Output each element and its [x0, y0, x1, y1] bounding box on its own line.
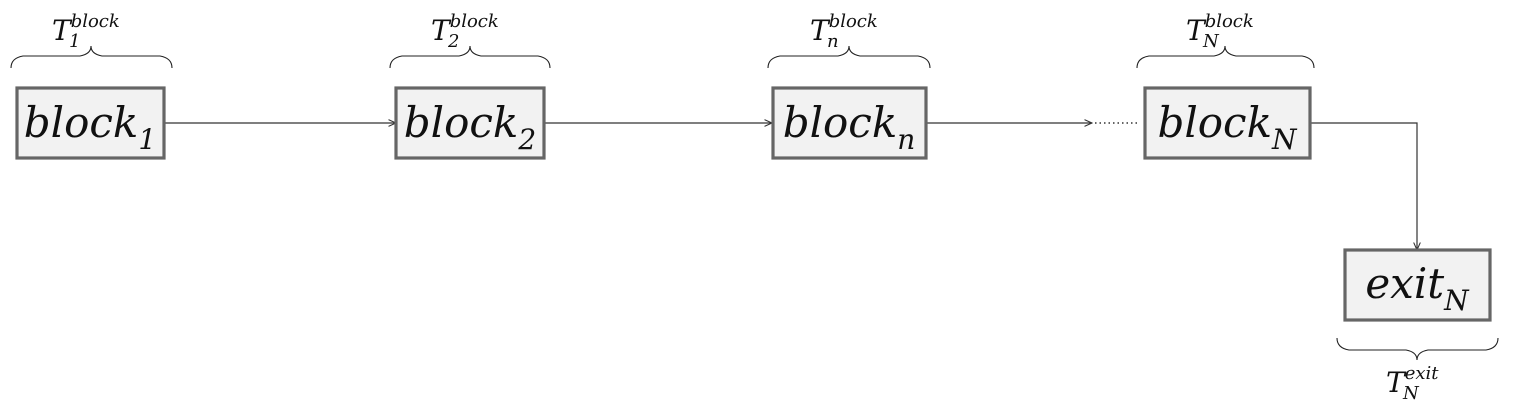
node-block2: block2	[394, 86, 546, 160]
edge-blockN-to-exitN	[1311, 122, 1417, 250]
svg-text:blockN: blockN	[1157, 98, 1298, 156]
brace-block1	[10, 45, 173, 69]
svg-text:block2: block2	[404, 98, 536, 156]
svg-text:block1: block1	[24, 98, 156, 156]
node-block1-base: block	[24, 98, 139, 147]
edges	[165, 123, 1417, 250]
node-exitN: exitN	[1343, 248, 1492, 322]
node-blockn-sub: n	[897, 123, 915, 156]
brace-blockn	[767, 45, 931, 69]
node-block2-sub: 2	[517, 123, 536, 156]
brace-block2	[389, 45, 551, 69]
node-block1-sub: 1	[138, 123, 156, 156]
svg-text:blockn: blockn	[783, 98, 916, 156]
node-blockN-sub: N	[1271, 123, 1298, 156]
node-blockn-base: block	[783, 98, 898, 147]
brace-exitN	[1336, 337, 1499, 361]
node-exitN-base: exit	[1365, 259, 1444, 308]
node-blockN-base: block	[1157, 98, 1272, 147]
brace-blockN	[1136, 45, 1315, 69]
node-block1: block1	[15, 86, 166, 160]
node-blockN: blockN	[1143, 86, 1312, 160]
svg-text:exitN: exitN	[1365, 259, 1470, 317]
node-block2-base: block	[404, 98, 519, 147]
node-blockn: blockn	[771, 86, 928, 160]
braces	[10, 45, 1499, 361]
node-exitN-sub: N	[1443, 284, 1470, 317]
